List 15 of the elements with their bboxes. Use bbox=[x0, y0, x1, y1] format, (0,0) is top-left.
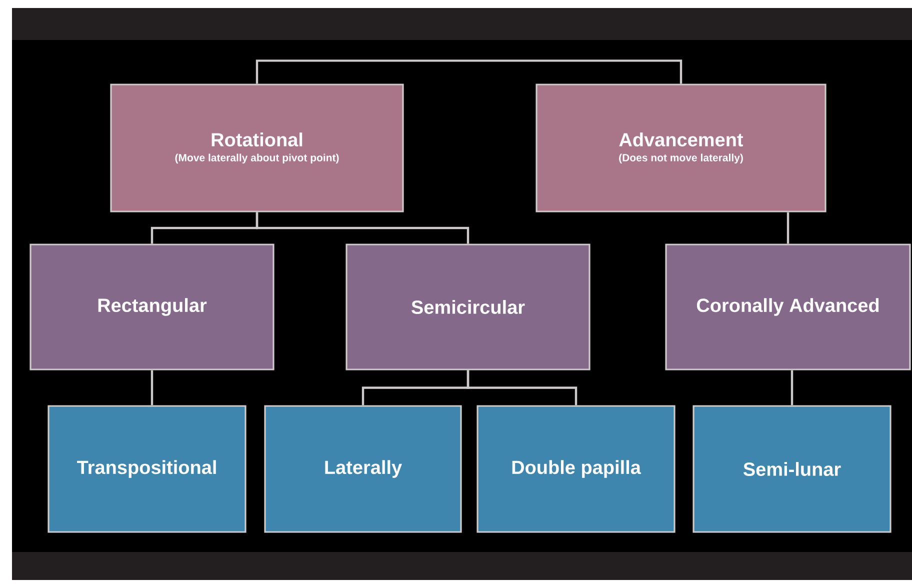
category-box: Laterally bbox=[264, 405, 462, 533]
category-box: Transpositional bbox=[48, 405, 246, 533]
category-box: Coronally Advanced bbox=[665, 244, 911, 370]
connector-line bbox=[256, 212, 470, 244]
connector-line bbox=[466, 370, 578, 406]
category-box: Rectangular bbox=[30, 244, 274, 370]
connector-line bbox=[786, 212, 790, 244]
category-box: Semi-lunar bbox=[692, 405, 892, 533]
category-box: Advancement (Does not move laterally) bbox=[536, 84, 826, 212]
category-box: Rotational (Move laterally about pivot point) bbox=[110, 84, 404, 212]
connector-line bbox=[790, 370, 794, 406]
connector-line bbox=[256, 60, 682, 84]
category-box: Double papilla bbox=[476, 405, 676, 533]
connector-line bbox=[150, 370, 154, 406]
category-box: Semicircular bbox=[346, 244, 590, 370]
